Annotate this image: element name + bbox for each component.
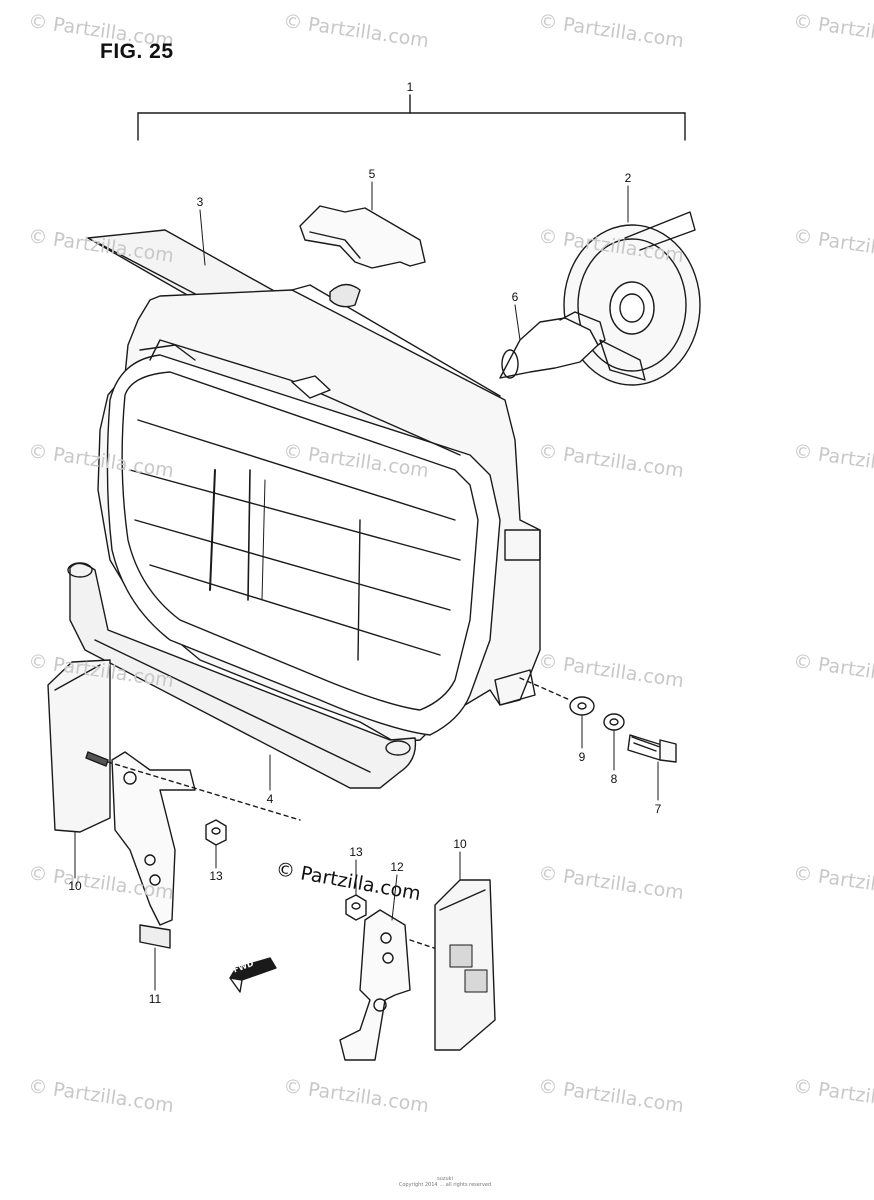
washer-part-8 [603,713,625,731]
gasket-plate-part-5 [299,205,426,269]
bolt-part-7 [627,734,677,763]
callout-8: 8 [610,772,618,786]
callout-4: 4 [266,792,274,806]
footer-line-2: Copyright 2014 … all rights reserved [398,1182,492,1188]
nut-right-part-13 [345,894,367,921]
callout-7: 7 [654,802,662,816]
callout-3: 3 [196,195,204,209]
callout-11: 11 [148,992,162,1006]
assembly-bracket [137,94,686,141]
callout-5: 5 [368,167,376,181]
callout-12: 12 [390,860,404,874]
callout-1: 1 [406,80,414,94]
bulb-part-6 [499,311,606,379]
lower-trim-part-4 [67,562,417,789]
washer-part-9 [519,677,595,716]
fwd-arrow-icon [229,957,277,993]
nut-left-part-13 [205,819,227,846]
callout-9: 9 [578,750,586,764]
callout-6: 6 [511,290,519,304]
footer-line-1: suzuki [437,1176,453,1182]
bracket-left-part-11 [85,751,301,949]
headlight-housing-part-1 [97,283,541,743]
callout-2: 2 [624,171,632,185]
leader-lines [74,181,659,991]
footer-fine-print: suzuki Copyright 2014 … all rights reser… [380,1176,510,1188]
reflector-right-part-10 [434,879,496,1051]
callout-13-right: 13 [349,845,363,859]
callout-10-left: 10 [68,879,82,893]
callout-13-left: 13 [209,869,223,883]
callout-10-right: 10 [453,837,467,851]
reflector-left-part-10 [47,659,111,833]
bracket-right-part-12 [339,909,441,1061]
figure-title: FIG. 25 [100,40,174,63]
